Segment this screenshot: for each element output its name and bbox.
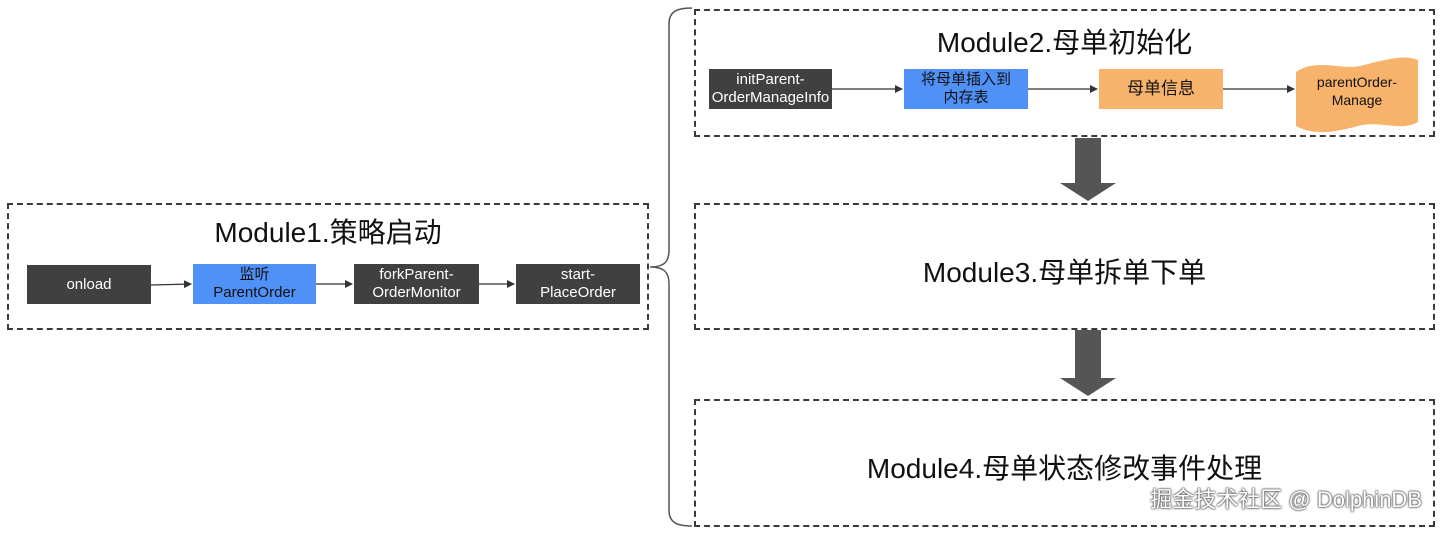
module4-container: Module4.母单状态修改事件处理 [694, 399, 1435, 527]
big-arrow-m3-to-m4 [1060, 330, 1116, 396]
big-arrow-m2-to-m3 [1060, 138, 1116, 201]
module3-title: Module3.母单拆单下单 [922, 257, 1207, 288]
node-insert-to-memory-table: 将母单插入到 内存表 [904, 69, 1028, 109]
watermark-text: 掘金技术社区 @ DolphinDB [1150, 487, 1422, 512]
node-fork-parent-order-monitor: forkParent- OrderMonitor [354, 264, 479, 304]
curly-brace [649, 7, 693, 527]
node-start-place-order: start- PlaceOrder [516, 264, 640, 304]
module3-container: Module3.母单拆单下单 [694, 203, 1435, 330]
node-init-parent-order-manage-info: initParent- OrderManageInfo [709, 69, 832, 109]
module2-container: Module2.母单初始化 [694, 9, 1435, 137]
module2-title: Module2.母单初始化 [936, 27, 1193, 58]
node-parent-order-info: 母单信息 [1099, 69, 1223, 109]
module4-title: Module4.母单状态修改事件处理 [866, 453, 1263, 484]
module1-title: Module1.策略启动 [214, 217, 442, 248]
node-onload: onload [27, 265, 151, 304]
node-parent-order-manage: parentOrder- Manage [1316, 74, 1398, 108]
module1-container: Module1.策略启动 [7, 203, 649, 330]
node-listen-parent-order: 监听 ParentOrder [193, 264, 316, 304]
